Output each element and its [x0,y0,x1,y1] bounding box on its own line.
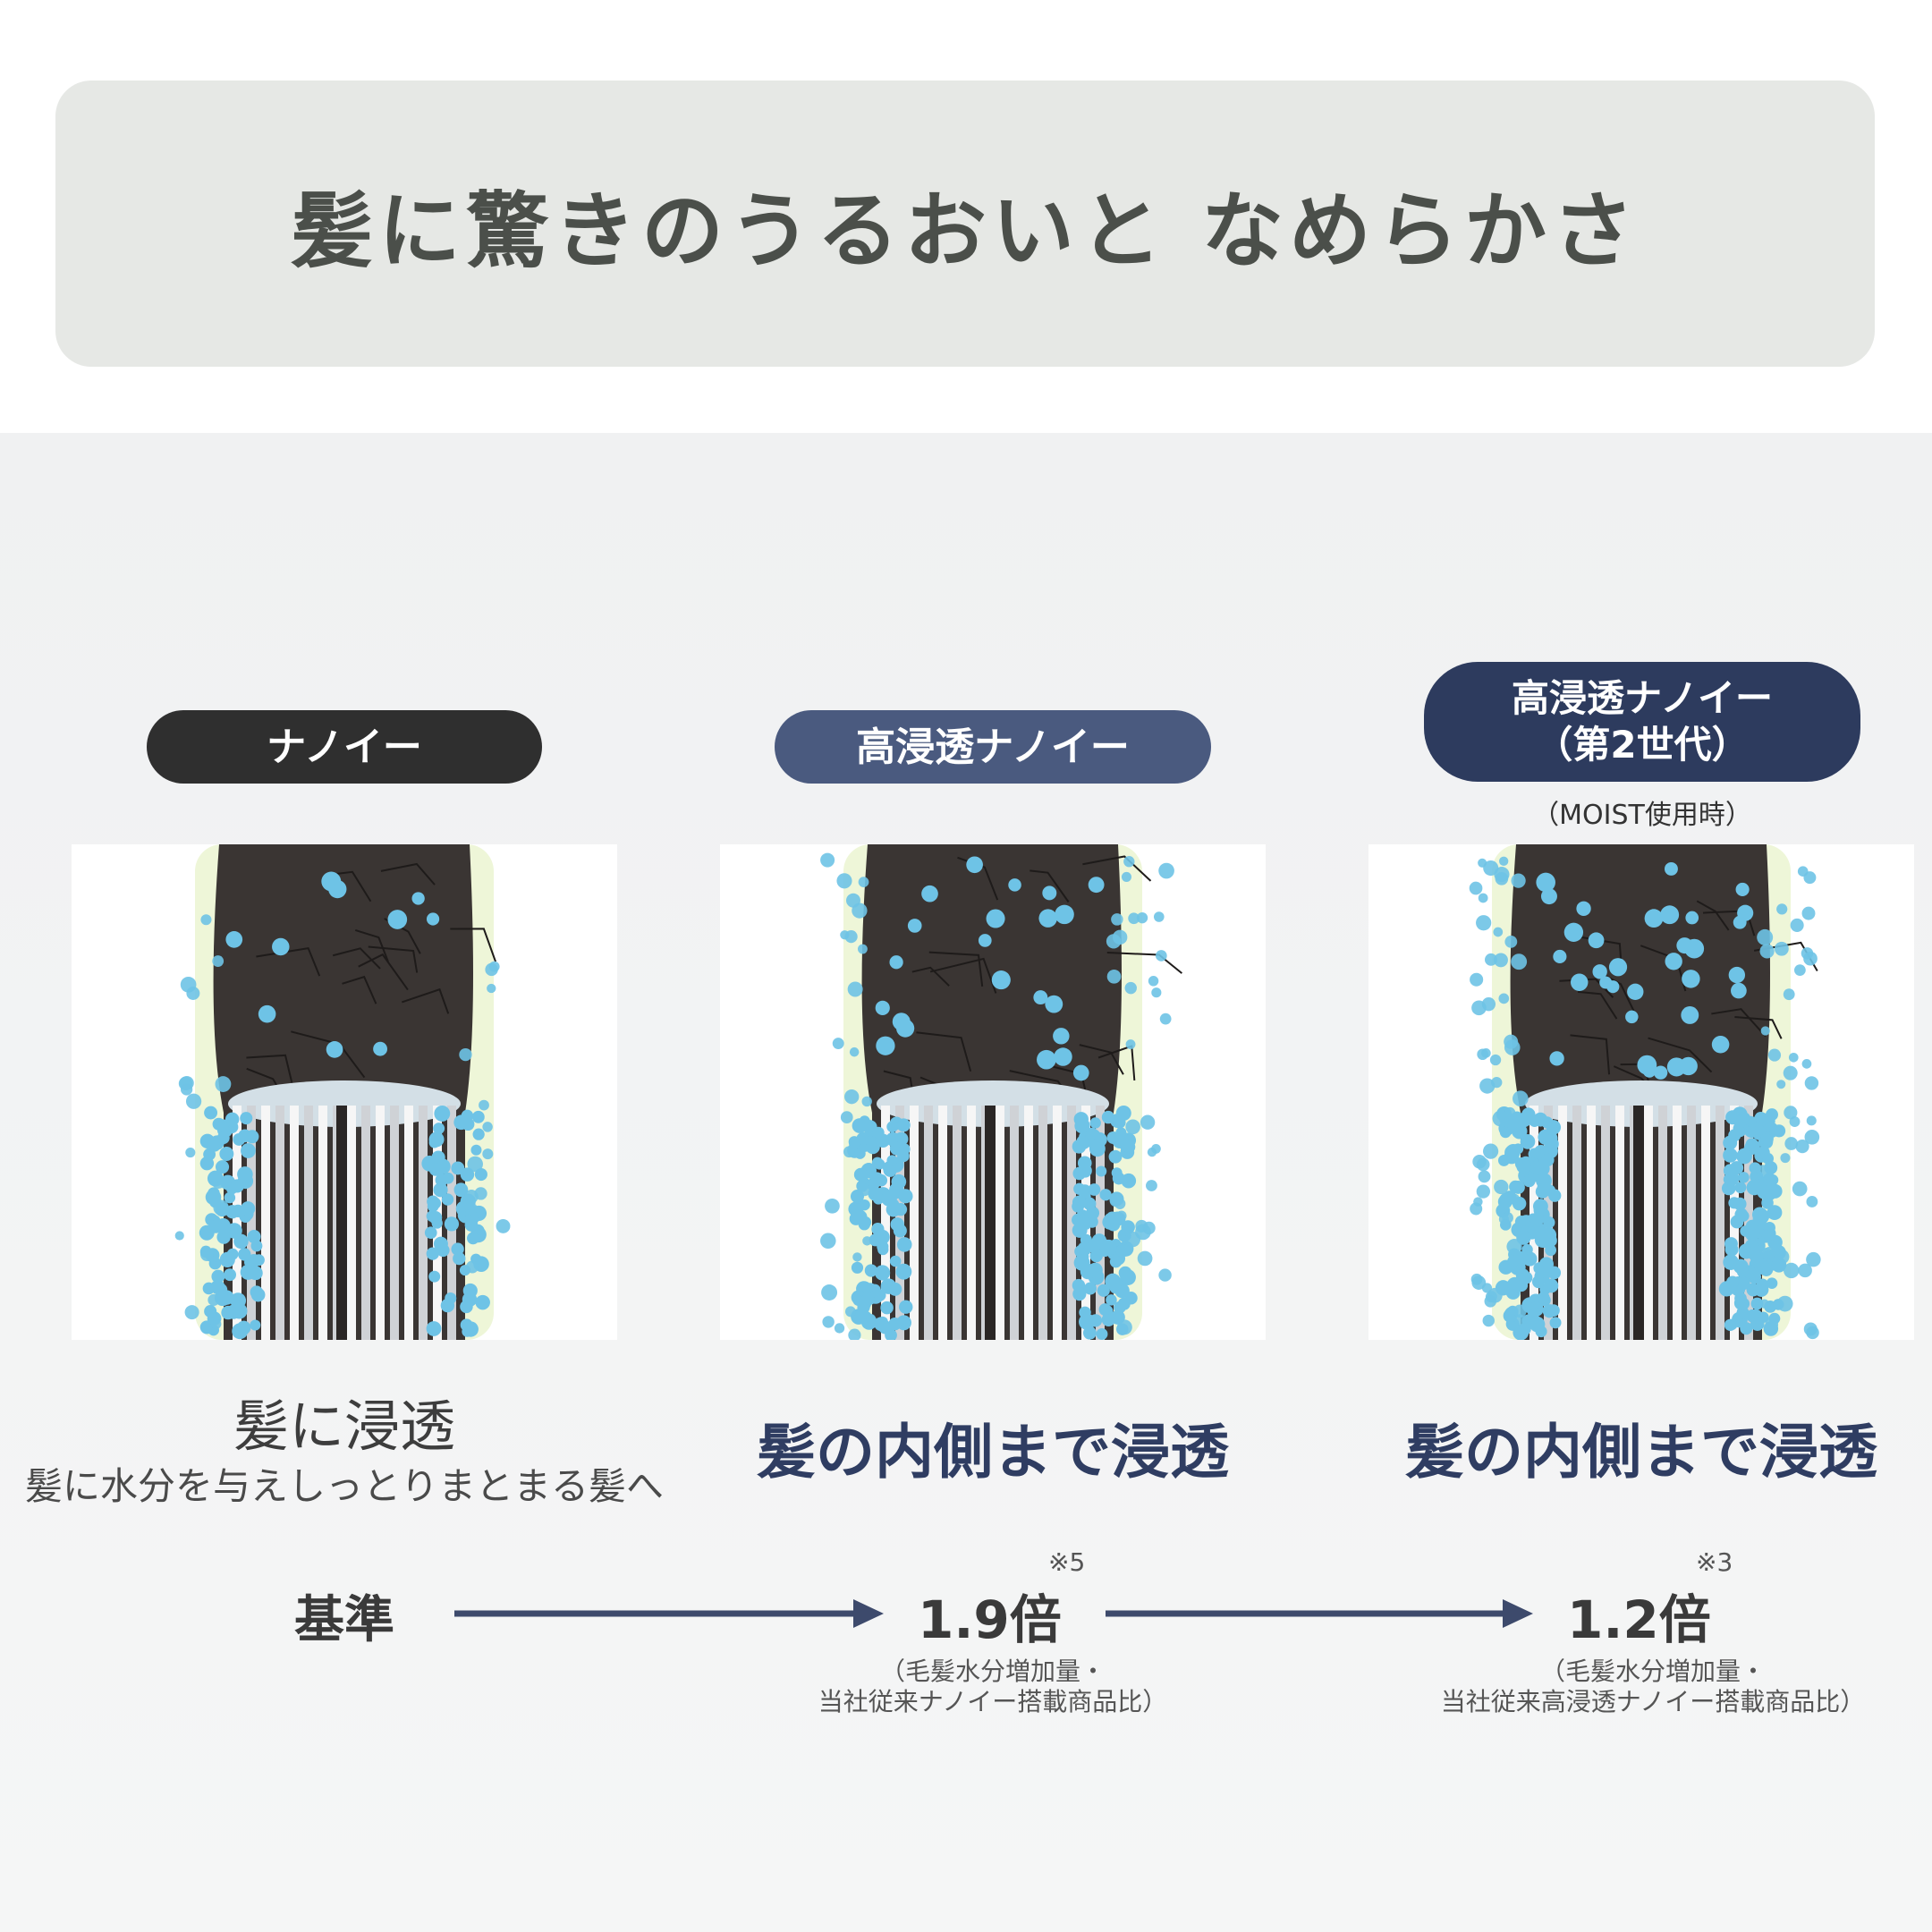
label-high-penetration-nanoe: 高浸透ナノイー [775,710,1211,784]
multiplier-step1: 1.9倍 [918,1589,1062,1650]
title-banner: 髪に驚きのうるおいと なめらかさ [55,80,1875,367]
hair-cross-section-image [820,844,1182,1340]
arrow-right-icon [1106,1596,1533,1631]
footnote-step1: （毛髪水分増加量・ 当社従来ナノイー搭載商品比） [787,1657,1199,1716]
hair-illustration-nanoe [72,844,617,1340]
page-title: 髪に驚きのうるおいと なめらかさ [290,182,1640,279]
footnote-step2-line1: （毛髪水分増加量・ [1539,1657,1766,1686]
note-mark-step1: ※5 [1048,1547,1086,1577]
caption-heading-nanoe: 髪に浸透 [233,1394,455,1459]
footnote-step1-line1: （毛髪水分増加量・ [879,1657,1106,1686]
label-gen2-line2: （第2世代） [1535,723,1750,767]
caption-subheading-nanoe: 髪に水分を与えしっとりまとまる髪へ [24,1464,664,1508]
multiplier-step2: 1.2倍 [1567,1589,1711,1650]
caption-heading-high-penetration: 髪の内側まで浸透 [757,1418,1229,1487]
arrow-right-icon [454,1596,884,1631]
label-high-penetration-nanoe-gen2: 高浸透ナノイー （第2世代） [1424,662,1860,782]
baseline-label: 基準 [294,1591,394,1649]
note-mark-step2: ※3 [1696,1547,1733,1577]
footnote-step1-line2: 当社従来ナノイー搭載商品比） [818,1686,1168,1716]
hair-cross-section-image [174,844,511,1340]
label-gen2-note: （MOIST使用時） [1532,800,1752,831]
footnote-step2-line2: 当社従来高浸透ナノイー搭載商品比） [1440,1686,1866,1716]
hair-illustration-high-penetration [720,844,1266,1340]
label-nanoe: ナノイー [147,710,542,784]
footnote-step2: （毛髪水分増加量・ 当社従来高浸透ナノイー搭載商品比） [1402,1657,1903,1716]
hair-illustration-gen2 [1368,844,1914,1340]
hair-cross-section-image [1469,844,1821,1340]
label-gen2-line1: 高浸透ナノイー [1512,675,1773,720]
caption-heading-gen2: 髪の内側まで浸透 [1405,1418,1877,1487]
